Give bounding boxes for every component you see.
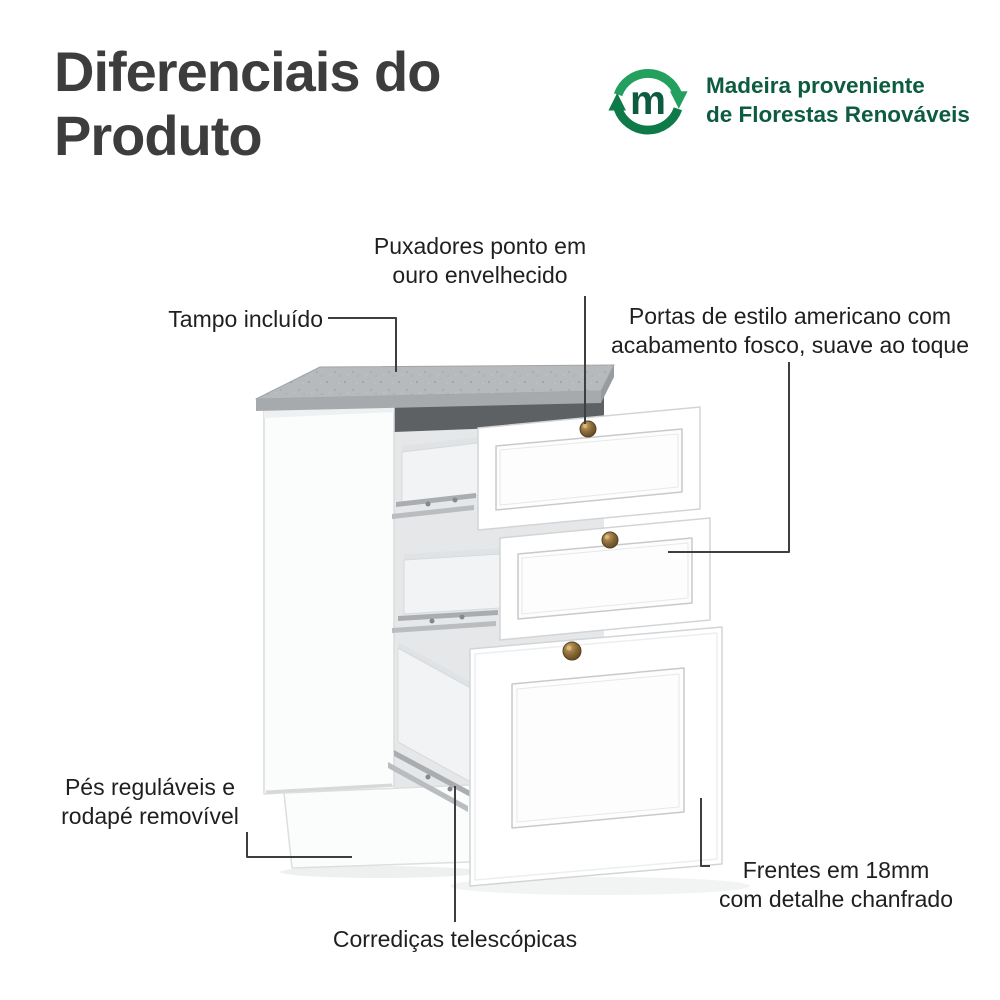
drawer-top-slide [396,493,476,507]
badge-text: Madeira proveniente de Florestas Renováv… [706,71,970,130]
leader-line-pes [246,832,352,858]
badge-text-line1: Madeira proveniente [706,72,925,98]
drawer-middle-slide [398,610,498,621]
callout-portas: Portas de estilo americano com acabament… [610,303,970,358]
drawer-middle-knob [601,531,619,549]
drawer-middle-slide-2 [392,621,496,633]
drawer-bottom [388,626,723,887]
recycle-m-icon: m [608,69,688,135]
drawer-top-knob [579,420,597,438]
countertop [255,364,615,411]
callout-pes: Pés reguláveis e rodapé removível [61,774,239,829]
sustainability-badge: m Madeira proveniente de Florestas Renov… [604,56,970,144]
leader-line-tampo [328,317,397,372]
callout-tampo: Tampo incluído [168,306,323,332]
leader-line-portas [668,362,790,553]
drawer-bottom-knob [562,641,582,661]
drawer-top [392,406,701,531]
logo-letter: m [630,77,666,123]
badge-text-line2: de Florestas Renováveis [706,102,970,127]
leader-line-frentes [700,798,710,867]
callout-corredicas: Corrediças telescópicas [332,926,578,952]
recycle-arrow-right [670,91,688,109]
drawer-bottom-slide-2 [388,762,468,812]
callout-puxadores: Puxadores ponto em ouro envelhecido [373,233,587,288]
leader-lines [246,296,790,922]
page-title: Diferenciais do Produto [54,40,441,168]
recycle-arrow-left [608,92,626,111]
drawer-top-slide-2 [392,505,474,519]
cabinet-carcass [263,402,395,795]
callout-frentes: Frentes em 18mm com detalhe chanfrado [719,857,953,912]
drawer-middle [392,517,711,641]
